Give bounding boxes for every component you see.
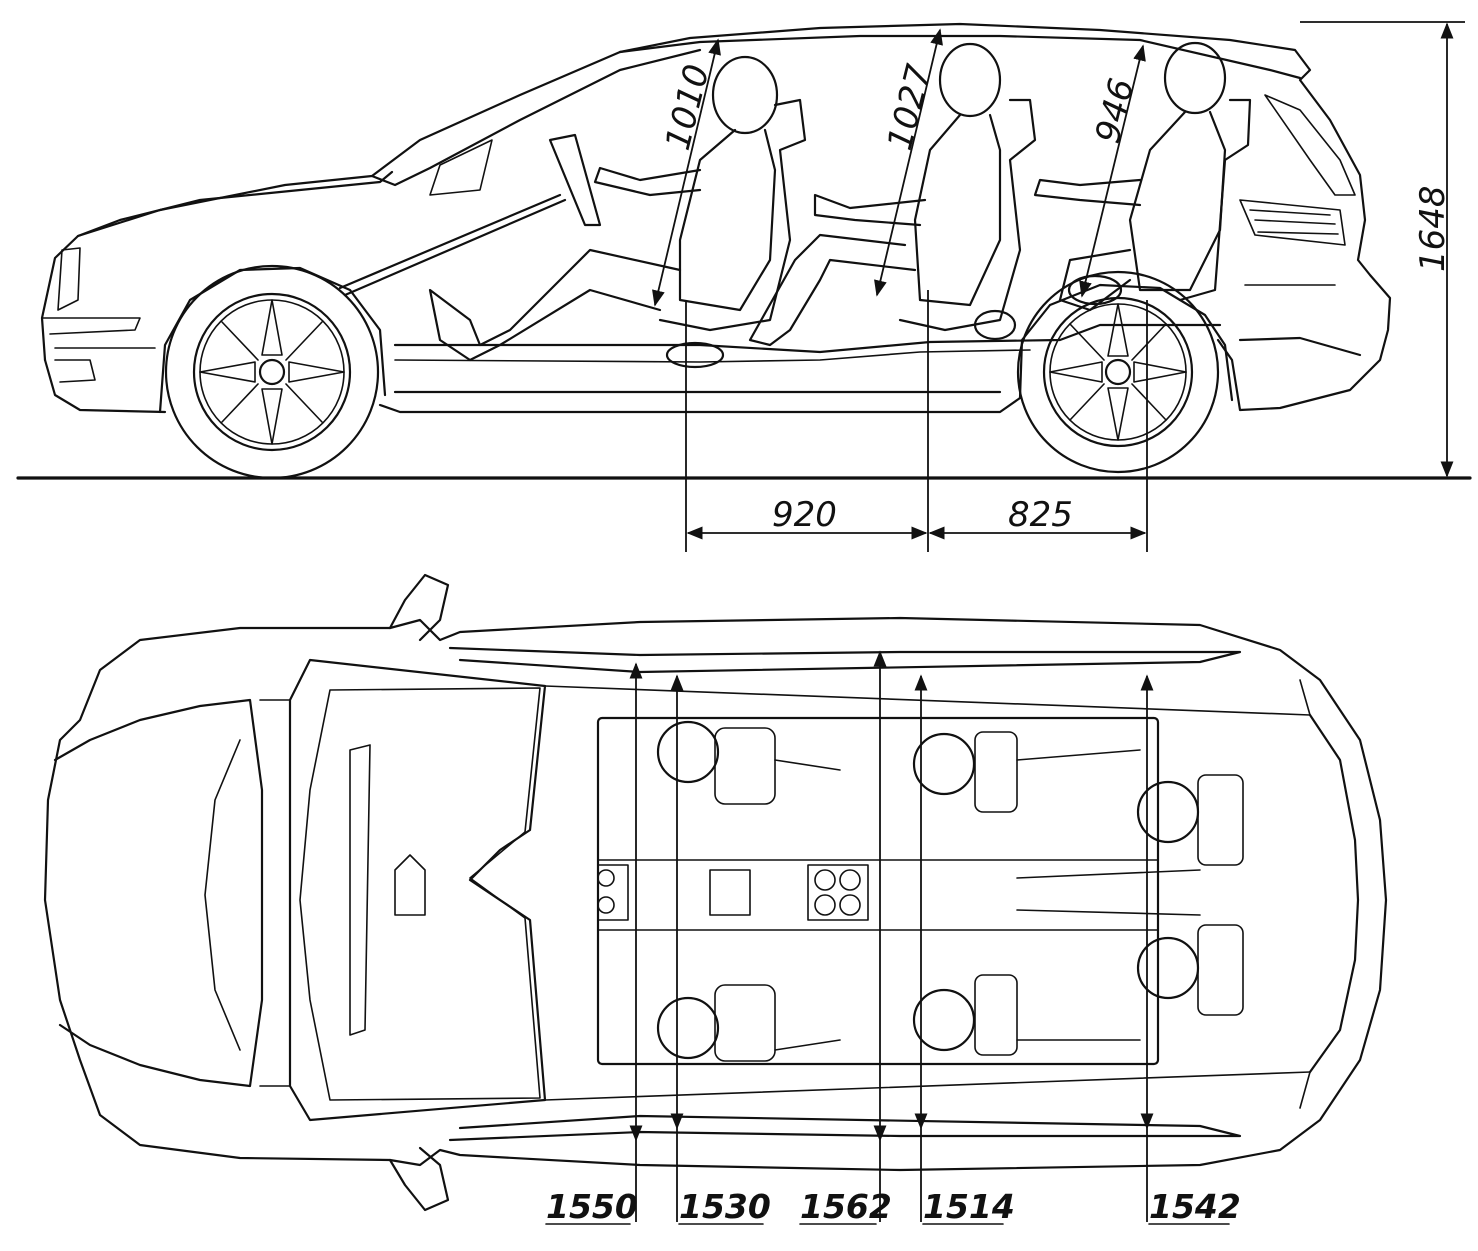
seat-spacing-front-label: 920 bbox=[772, 495, 837, 535]
mirror-right-top bbox=[388, 1146, 450, 1212]
width-dim-1562: 1562 bbox=[800, 1187, 892, 1226]
headroom-middle-label: 1027 bbox=[880, 60, 940, 154]
mirror-left-top bbox=[388, 573, 450, 642]
top-body-outline bbox=[43, 616, 1388, 1172]
driver-figure bbox=[428, 55, 807, 369]
side-body-outline bbox=[40, 22, 1392, 412]
headroom-rear-label: 946 bbox=[1088, 75, 1143, 148]
top-seat-occupants bbox=[656, 720, 1244, 1062]
seat-spacing-rear-label: 825 bbox=[1008, 495, 1073, 535]
width-dim-1530: 1530 bbox=[679, 1187, 771, 1226]
rear-passenger-figure bbox=[1033, 41, 1252, 312]
top-view: 1550 1530 1562 1514 1542 bbox=[43, 573, 1388, 1226]
width-dim-1550: 1550 bbox=[546, 1187, 638, 1226]
width-dim-1542: 1542 bbox=[1149, 1187, 1241, 1226]
headroom-front-label: 1010 bbox=[658, 61, 718, 155]
side-view: 1010 1027 946 1648 920 825 bbox=[16, 21, 1472, 552]
rear-wheel bbox=[1016, 270, 1234, 474]
middle-passenger-figure bbox=[748, 42, 1037, 347]
overall-height-label: 1648 bbox=[1413, 185, 1453, 272]
front-wheel bbox=[158, 264, 387, 480]
width-dim-1514: 1514 bbox=[923, 1187, 1015, 1226]
